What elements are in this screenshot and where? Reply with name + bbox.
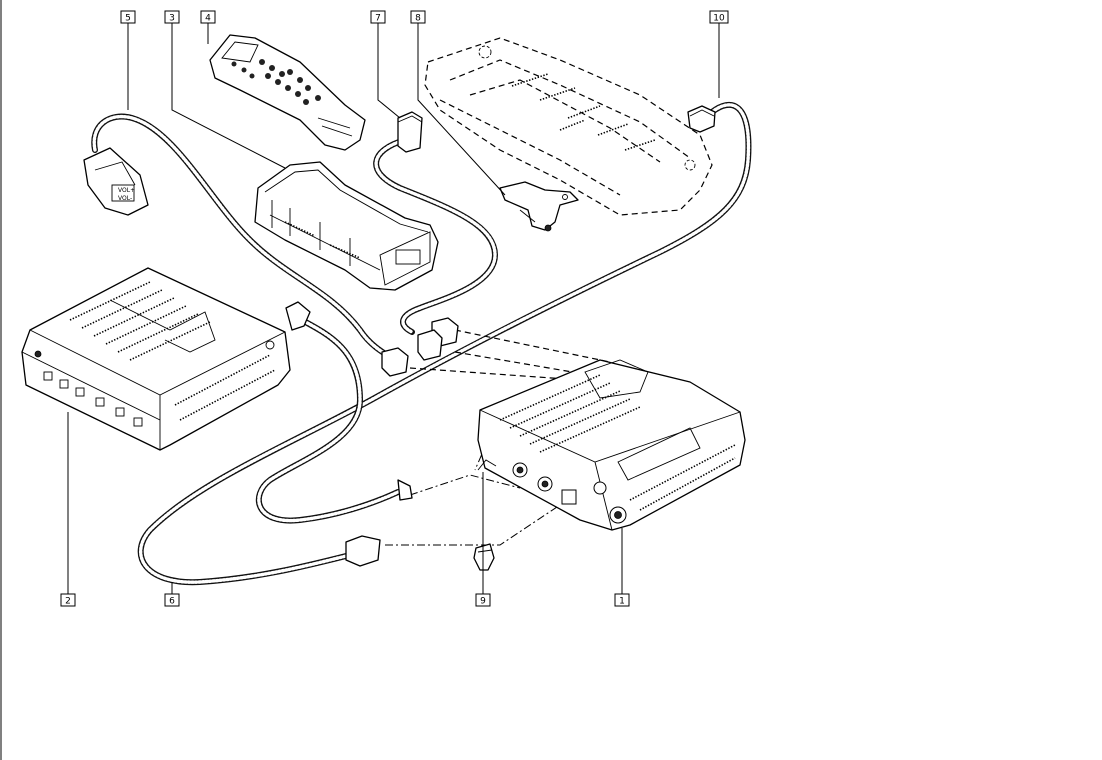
leader-lines — [67, 22, 720, 594]
svg-text:9: 9 — [480, 597, 486, 607]
remote-control-4 — [209, 34, 366, 151]
steering-switch-5: VOL+ VOL- — [83, 147, 149, 216]
svg-text:8: 8 — [415, 14, 421, 24]
instrument-panel-outline — [424, 37, 713, 216]
vol-minus-label: VOL- — [118, 195, 132, 202]
callout-1: 1 — [614, 593, 630, 607]
svg-text:1: 1 — [619, 597, 625, 607]
svg-text:3: 3 — [169, 14, 175, 24]
callout-10: 10 — [709, 10, 729, 24]
cable-front-unit — [255, 315, 401, 524]
callout-2: 2 — [60, 593, 76, 607]
radio-head-unit-2 — [21, 267, 291, 451]
svg-text:7: 7 — [375, 14, 381, 24]
connector-7 — [397, 111, 423, 153]
harness-plugs — [285, 301, 459, 567]
callout-8: 8 — [410, 10, 426, 24]
svg-text:4: 4 — [205, 14, 211, 24]
callout-6: 6 — [164, 593, 180, 607]
main-unit-1 — [477, 359, 746, 531]
cable-connector-7 — [373, 137, 498, 335]
connector-10 — [687, 105, 716, 133]
svg-text:10: 10 — [713, 14, 725, 24]
callout-9: 9 — [475, 593, 491, 607]
callout-7: 7 — [370, 10, 386, 24]
cable-antenna-10 — [137, 101, 752, 586]
callout-5: 5 — [120, 10, 136, 24]
callout-4: 4 — [200, 10, 216, 24]
svg-text:5: 5 — [125, 14, 131, 24]
mounting-bracket-8 — [499, 181, 579, 232]
fixing-clip-9 — [473, 543, 495, 571]
svg-text:2: 2 — [65, 597, 71, 607]
callout-3: 3 — [164, 10, 180, 24]
svg-text:6: 6 — [169, 597, 175, 607]
cable-steering-switch — [91, 113, 398, 363]
mounting-cradle-3 — [254, 161, 439, 291]
vol-plus-label: VOL+ — [118, 187, 135, 194]
